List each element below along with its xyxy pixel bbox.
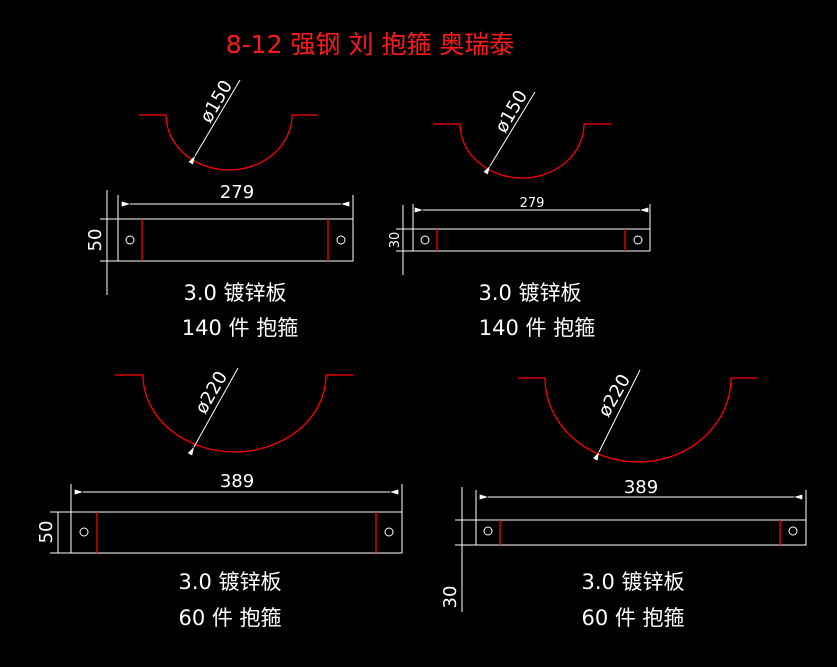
quantity-label: 60 件 抱箍	[581, 606, 684, 630]
material-label: 3.0 镀锌板	[178, 570, 281, 594]
quantity-label: 60 件 抱箍	[178, 606, 281, 630]
strip-outline	[412, 228, 651, 252]
bolt-hole	[633, 235, 643, 245]
diameter-leader	[593, 369, 641, 461]
material-label: 3.0 镀锌板	[581, 570, 684, 594]
strip-outline	[70, 511, 403, 554]
length-label: 279	[220, 182, 254, 203]
diameter-label: ø220	[191, 368, 232, 418]
clamp-profile-arc	[115, 374, 353, 453]
length-label: 279	[520, 196, 545, 211]
clamp-drawing-4: ø220 389 30 3.0 镀锌板 60 件 抱箍	[440, 369, 807, 630]
clamp-drawing-2: ø150 279 30 3.0 镀锌板 140 件 抱箍	[388, 87, 651, 340]
bolt-hole	[788, 526, 798, 536]
diameter-leader	[188, 79, 241, 165]
diameter-leader	[483, 91, 536, 175]
length-label: 389	[624, 477, 658, 498]
quantity-label: 140 件 抱箍	[182, 316, 298, 340]
width-label: 30	[440, 586, 461, 609]
bolt-hole	[384, 527, 394, 537]
length-label: 389	[220, 471, 254, 492]
quantity-label: 140 件 抱箍	[479, 316, 595, 340]
width-label: 50	[85, 229, 106, 252]
diameter-label: ø150	[196, 77, 237, 127]
bolt-hole	[336, 235, 346, 245]
material-label: 3.0 镀锌板	[478, 281, 581, 305]
bolt-hole	[420, 235, 430, 245]
diameter-label: ø220	[594, 371, 635, 421]
drawing-title: 8-12 强钢 刘 抱箍 奥瑞泰	[226, 30, 515, 59]
clamp-drawing-1: ø150 279 50 3.0 镀锌板 140 件 抱箍	[85, 77, 354, 340]
bolt-hole	[79, 527, 89, 537]
strip-outline	[117, 218, 354, 262]
bolt-hole	[483, 526, 493, 536]
width-label: 30	[388, 232, 403, 249]
clamp-profile-arc	[139, 114, 318, 171]
diameter-label: ø150	[491, 87, 532, 137]
bolt-hole	[125, 235, 135, 245]
clamp-profile-arc	[518, 377, 757, 463]
diameter-leader	[187, 367, 239, 456]
clamp-profile-arc	[433, 123, 611, 179]
width-label: 50	[36, 521, 57, 544]
clamp-drawing-3: ø220 389 50 3.0 镀锌板 60 件 抱箍	[36, 367, 403, 630]
material-label: 3.0 镀锌板	[183, 281, 286, 305]
strip-outline	[475, 519, 807, 546]
